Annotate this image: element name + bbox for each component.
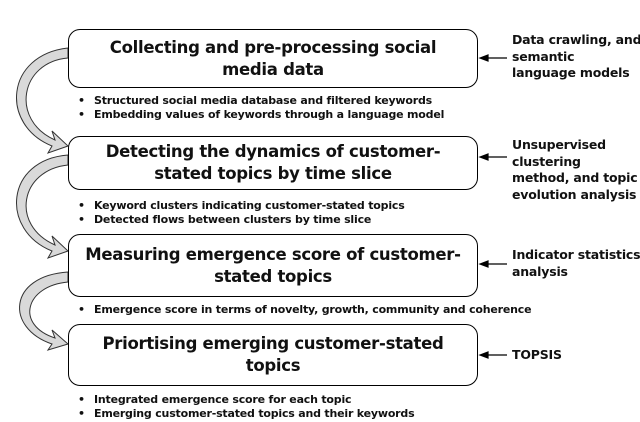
- output-item: •Emerging customer-stated topics and the…: [78, 407, 415, 420]
- output-item: •Emergence score in terms of novelty, gr…: [78, 303, 532, 316]
- step-4-box: Priortising emerging customer-stated top…: [68, 324, 478, 386]
- output-item: •Structured social media database and fi…: [78, 94, 432, 107]
- flow-arrow-1-2: [16, 47, 69, 154]
- output-item: •Integrated emergence score for each top…: [78, 393, 352, 406]
- flow-arrow-3-4: [19, 271, 70, 351]
- output-item: •Embedding values of keywords through a …: [78, 108, 445, 121]
- flow-arrow-2-3: [16, 154, 69, 259]
- step-1-box: Collecting and pre-processing social med…: [68, 29, 478, 88]
- method-label-3: Indicator statistics analysis: [512, 247, 640, 279]
- output-item: •Detected flows between clusters by time…: [78, 213, 372, 226]
- method-label-1: Data crawling, and semantic language mod…: [512, 32, 640, 80]
- method-label-2: Unsupervised clustering method, and topi…: [512, 137, 638, 202]
- step-2-box: Detecting the dynamics of customer-state…: [68, 136, 478, 190]
- output-item: •Keyword clusters indicating customer-st…: [78, 199, 405, 212]
- step-3-box: Measuring emergence score of customer-st…: [68, 234, 478, 297]
- method-label-4: TOPSIS: [512, 347, 562, 362]
